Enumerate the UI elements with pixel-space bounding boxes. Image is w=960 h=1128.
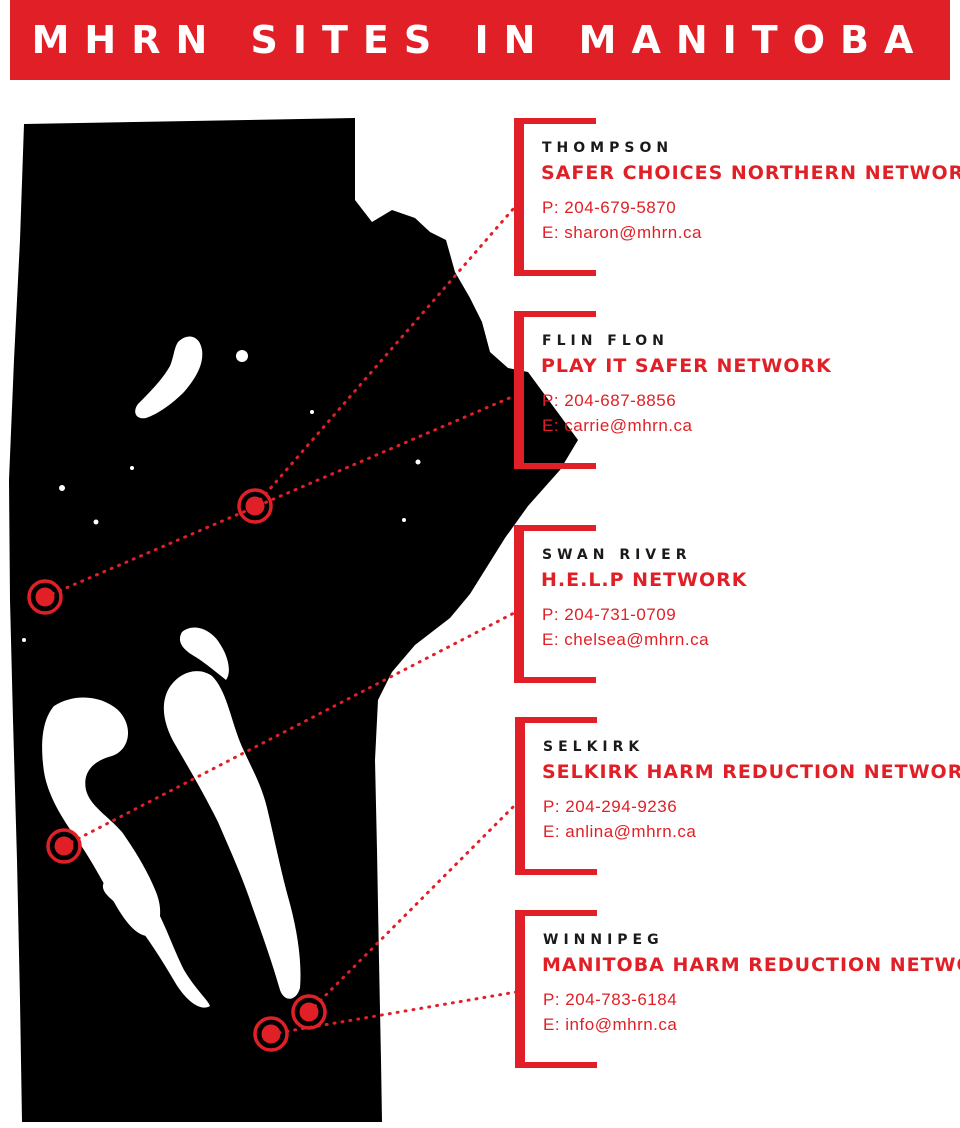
lake-small-shape: [415, 459, 421, 465]
connector-line-thompson: [253, 206, 516, 508]
site-card-swan-river: SWAN RIVER H.E.L.P NETWORK P: 204-731-07…: [514, 525, 959, 683]
site-phone[interactable]: P: 204-687-8856: [542, 391, 677, 410]
site-phone[interactable]: P: 204-679-5870: [542, 198, 677, 217]
site-card-selkirk: SELKIRK SELKIRK HARM REDUCTION NETWORK P…: [515, 717, 960, 875]
lake-small-shape: [93, 519, 99, 525]
site-city: WINNIPEG: [543, 932, 664, 948]
manitoba-province-shape: [9, 118, 578, 1122]
lake-small-shape: [59, 485, 65, 491]
site-network-name: MANITOBA HARM REDUCTION NETWORK: [542, 954, 960, 976]
lake-small-shape: [130, 466, 134, 470]
lake-small-shape: [402, 518, 406, 522]
site-city: SWAN RIVER: [542, 547, 692, 563]
site-card-thompson: THOMPSON SAFER CHOICES NORTHERN NETWORK …: [514, 118, 960, 276]
card-bracket: [514, 311, 596, 469]
site-city: SELKIRK: [543, 739, 645, 755]
lake-winnipeg-shape: [163, 671, 301, 999]
card-bracket: [515, 910, 597, 1068]
site-phone[interactable]: P: 204-783-6184: [543, 990, 678, 1009]
site-email[interactable]: E: carrie@mhrn.ca: [542, 416, 693, 435]
site-card-winnipeg: WINNIPEG MANITOBA HARM REDUCTION NETWORK…: [515, 910, 960, 1068]
lake-winnipeg-north-arm-shape: [179, 627, 229, 680]
marker-thompson[interactable]: [237, 488, 273, 524]
card-bracket: [514, 525, 596, 683]
page-title: MHRN SITES IN MANITOBA: [31, 18, 929, 62]
lake-small-shape: [236, 350, 248, 362]
card-bracket: [514, 118, 596, 276]
lake-northern-shape: [135, 336, 203, 419]
lake-winnipegosis-shape: [42, 697, 161, 936]
site-email[interactable]: E: anlina@mhrn.ca: [543, 822, 697, 841]
site-phone[interactable]: P: 204-294-9236: [543, 797, 678, 816]
site-city: FLIN FLON: [542, 333, 669, 349]
connector-line-swan-river: [62, 610, 518, 848]
marker-flin-flon[interactable]: [27, 579, 63, 615]
site-card-flin-flon: FLIN FLON PLAY IT SAFER NETWORK P: 204-6…: [514, 311, 959, 469]
title-banner: MHRN SITES IN MANITOBA: [10, 0, 950, 80]
marker-swan-river[interactable]: [46, 828, 82, 864]
lake-manitoba-shape: [102, 877, 210, 1008]
marker-winnipeg[interactable]: [253, 1016, 289, 1052]
site-phone[interactable]: P: 204-731-0709: [542, 605, 677, 624]
site-network-name: PLAY IT SAFER NETWORK: [541, 355, 832, 377]
site-network-name: SAFER CHOICES NORTHERN NETWORK: [541, 162, 960, 184]
connector-line-flin-flon: [43, 394, 516, 599]
lake-small-shape: [310, 410, 314, 414]
site-email[interactable]: E: sharon@mhrn.ca: [542, 223, 702, 242]
site-email[interactable]: E: info@mhrn.ca: [543, 1015, 678, 1034]
lake-small-shape: [22, 638, 26, 642]
site-email[interactable]: E: chelsea@mhrn.ca: [542, 630, 710, 649]
site-network-name: H.E.L.P NETWORK: [541, 569, 748, 591]
connector-line-selkirk: [307, 798, 522, 1014]
site-network-name: SELKIRK HARM REDUCTION NETWORK: [542, 761, 960, 783]
card-bracket: [515, 717, 597, 875]
site-city: THOMPSON: [542, 140, 674, 156]
marker-selkirk[interactable]: [291, 994, 327, 1030]
